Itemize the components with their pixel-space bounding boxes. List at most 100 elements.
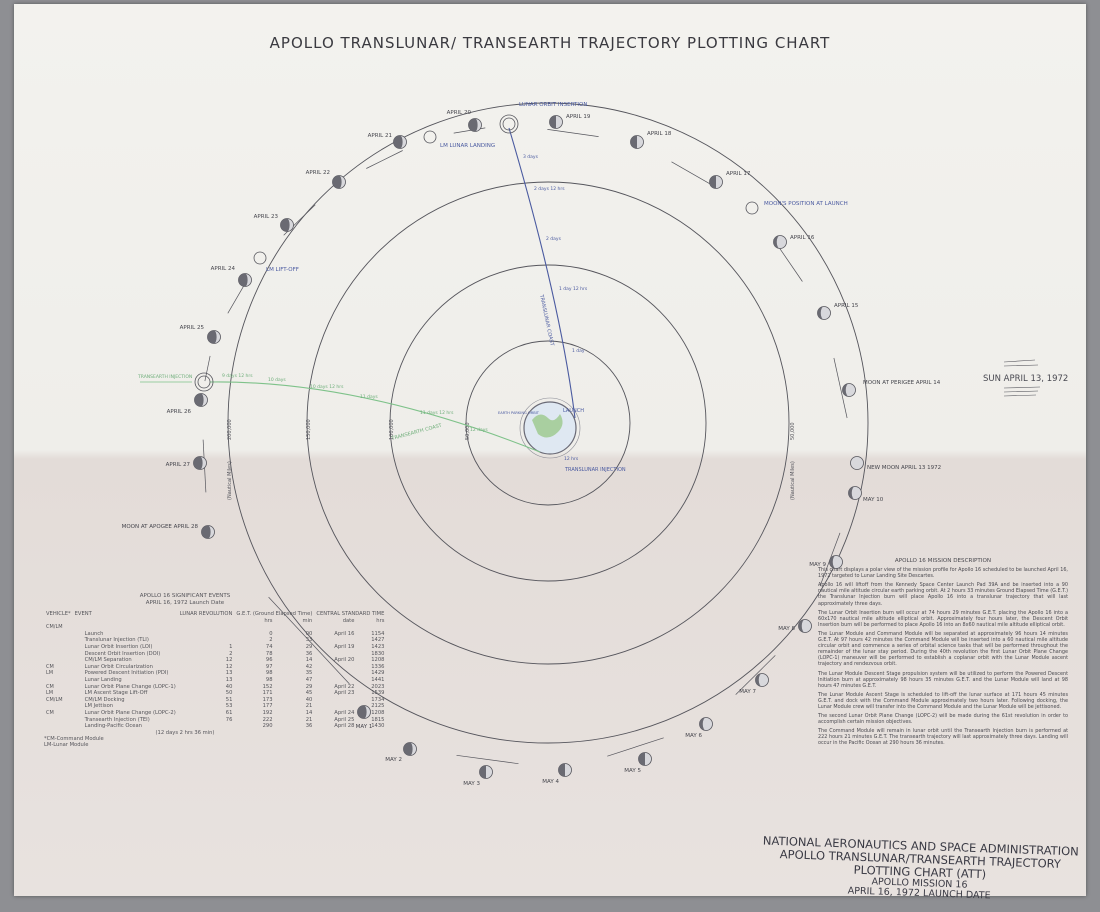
moon-shadow-icon [393,135,403,149]
transearth-time-mark: 10 days 12 hrs [310,384,344,390]
moon-icon [745,201,759,215]
cell-vehicle: CM [46,709,54,716]
cell-hrs: 173 [262,696,273,703]
moon-label: APRIL 15 [834,303,859,309]
moon-icon [194,372,214,392]
cell-rev: 40 [225,683,233,690]
cell-date: April 23 [334,690,355,697]
event-row: CM/LM [44,624,386,631]
cell-rev: 12 [225,663,233,670]
cell-rev [178,637,235,644]
moon-shadow-icon [755,673,762,687]
moon-position-april-15: APRIL 15 [817,303,859,320]
moon-shadow-icon [201,525,211,539]
moon-icon [502,117,516,131]
moon-position-may-9: MAY 9 [809,555,843,569]
cell-hrs [234,624,274,631]
cell-vehicle: CM [46,663,54,670]
translunar-time-mark: 1 day 12 hrs [559,286,588,292]
moon-position-lm-lunar-landing: LM LUNAR LANDING [423,130,495,149]
cell-vehicle [44,631,73,638]
cell-event: LM Jettison [84,703,114,710]
cell-vehicle [44,723,73,730]
tli-label: TRANSLUNAR INJECTION [564,467,626,473]
cell-min: 42 [305,663,313,670]
footnote-cm: *CM-Command Module [44,735,104,742]
cell-time: 1734 [371,696,385,703]
cell-date: April 20 [334,657,355,664]
moon-label: MAY 9 [809,562,826,568]
orbit-arrow [366,150,403,169]
moon-shadow-icon [403,742,413,756]
ring-unit-left: (Nautical Miles) [227,461,233,500]
description-title: APOLLO 16 MISSION DESCRIPTION [894,558,992,564]
moon-label: MOON AT APOGEE APRIL 28 [122,524,199,530]
cell-rev [178,723,235,730]
footer-title-block: NATIONAL AERONAUTICS AND SPACE ADMINISTR… [759,834,1081,904]
cell-event: CM/LM Separation [84,657,132,664]
ring-100000 [389,264,707,582]
moon-position-april-25: APRIL 25 [180,325,221,344]
moon-label: APRIL 27 [166,462,191,468]
description-paragraph: This chart displays a polar view of the … [818,567,1068,580]
transearth-time-mark: 11 days 12 hrs [420,410,454,416]
cell-min: 40 [305,696,313,703]
cell-time: 1423 [371,643,385,650]
cell-rev: 13 [225,676,233,683]
moon-position-may-5: MAY 5 [624,752,652,774]
cell-hrs: 78 [265,650,273,657]
cell-vehicle: LM [46,670,54,677]
moon-position-april-19: APRIL 19 [549,114,591,129]
moon-shadow-icon [829,555,836,569]
cell-rev: 50 [225,690,233,697]
cell-min: 36 [305,650,313,657]
header-vehicle: VEHICLE* [46,611,71,617]
cell-hrs: 177 [262,703,273,710]
cell-date [314,637,356,644]
moon-label: APRIL 26 [167,409,192,415]
moon-position-moon-s-position-at-launch: MOON'S POSITION AT LAUNCH [745,201,848,215]
moon-shadow-icon [709,175,716,189]
sun-label: SUN APRIL 13, 1972 [983,374,1068,384]
cell-event: Powered Descent Initiation (PDI) [84,670,169,677]
cell-time: 2023 [371,683,385,690]
cell-time: 1815 [371,716,385,723]
moon-position-april-21: APRIL 21 [368,133,407,149]
cell-vehicle [44,644,73,651]
chart-title: APOLLO TRANSLUNAR/ TRANSEARTH TRAJECTORY… [269,34,831,52]
orbit-arrow [204,355,211,382]
cell-date [314,651,356,658]
moon-position-lunar-orbit-insertion: LUNAR ORBIT INSERTION [499,102,587,134]
description-paragraph: The Lunar Module Descent Stage propulsio… [818,670,1068,689]
moon-label: APRIL 25 [180,325,205,331]
moon-position-april-26: APRIL 26 [167,393,208,415]
translunar-trajectory [508,127,576,419]
orbit-arrow [227,281,247,314]
transearth-trajectory [209,381,541,453]
moon-position-may-1: MAY 1 [356,705,372,730]
transearth-time-mark: 12 days [470,427,488,433]
moon-shadow-icon [193,456,203,470]
moon-icon [850,456,864,470]
mission-description: APOLLO 16 MISSION DESCRIPTION This chart… [818,558,1068,750]
spacer [178,618,235,625]
moon-shadow-icon [848,486,855,500]
header-get: G.E.T. (Ground Elapsed Time) [234,611,314,618]
moon-position-april-16: APRIL 16 [773,235,815,249]
cell-event: Lunar Orbit Plane Change (LOPC-1) [84,683,176,690]
cell-time [356,624,386,631]
cell-vehicle: CM [46,683,54,690]
sub-time: hrs [376,617,385,624]
cell-event: CM/LM Docking [84,696,125,703]
cell-rev: 1 [229,643,233,650]
cell-min [275,624,315,631]
transearth-injection-label: TRANSEARTH INJECTION [137,374,192,380]
moon-shadow-icon [558,763,565,777]
cell-vehicle: CM/LM [46,624,63,631]
moon-position-april-17: APRIL 17 [709,171,751,189]
moon-position-may-2: MAY 2 [385,742,417,763]
